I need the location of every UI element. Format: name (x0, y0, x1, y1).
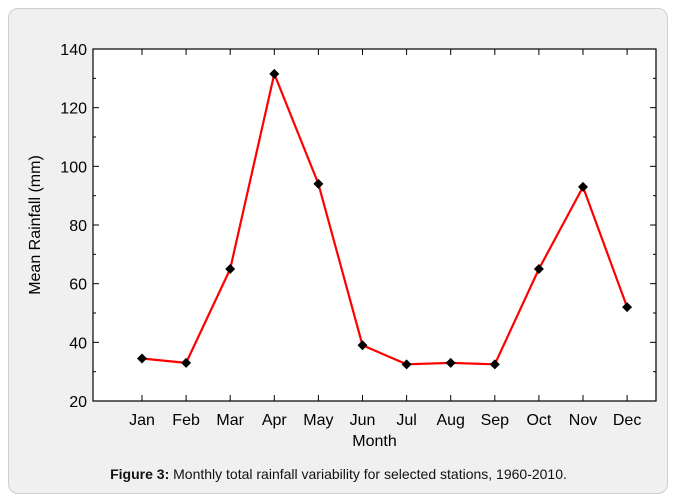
x-tick-label: Jan (129, 412, 155, 429)
x-axis-label: Month (352, 433, 396, 450)
caption-label: Figure 3: (110, 466, 170, 482)
x-tick-label: Jul (396, 412, 416, 429)
y-tick-label: 100 (60, 159, 87, 176)
x-tick-label: Sep (481, 412, 510, 429)
data-point-apr (269, 68, 280, 79)
x-tick-label: Dec (613, 412, 641, 429)
series-line (141, 72, 629, 366)
plot-frame (92, 48, 657, 402)
data-point-dec (622, 302, 633, 313)
data-point-may (313, 178, 324, 189)
data-point-oct (533, 264, 544, 274)
figure-caption: Figure 3: Monthly total rainfall variabi… (0, 466, 677, 482)
x-tick-label: Apr (262, 412, 288, 429)
data-point-feb (181, 357, 192, 368)
data-point-jul (401, 359, 412, 370)
y-tick-label: 120 (60, 101, 87, 118)
x-tick-label: Feb (172, 412, 200, 429)
y-tick-label: 40 (69, 335, 87, 352)
x-tick-label: May (303, 412, 333, 429)
x-tick-label: Oct (526, 412, 551, 429)
x-tick-label: Aug (436, 412, 464, 429)
caption-text: Monthly total rainfall variability for s… (173, 466, 567, 482)
data-point-aug (445, 357, 456, 368)
data-point-mar (225, 264, 236, 274)
x-tick-label: Nov (569, 412, 597, 429)
y-axis-label: Mean Rainfall (mm) (27, 155, 44, 295)
y-tick-label: 80 (69, 218, 87, 235)
y-tick-label: 20 (69, 394, 87, 411)
x-tick-label: Mar (216, 412, 244, 429)
y-tick-label: 140 (60, 42, 87, 59)
x-tick-label: Jun (350, 412, 376, 429)
data-point-sep (489, 359, 500, 370)
data-point-jun (357, 340, 368, 351)
data-point-nov (578, 181, 588, 192)
y-tick-label: 60 (69, 277, 87, 294)
data-point-jan (137, 353, 147, 364)
